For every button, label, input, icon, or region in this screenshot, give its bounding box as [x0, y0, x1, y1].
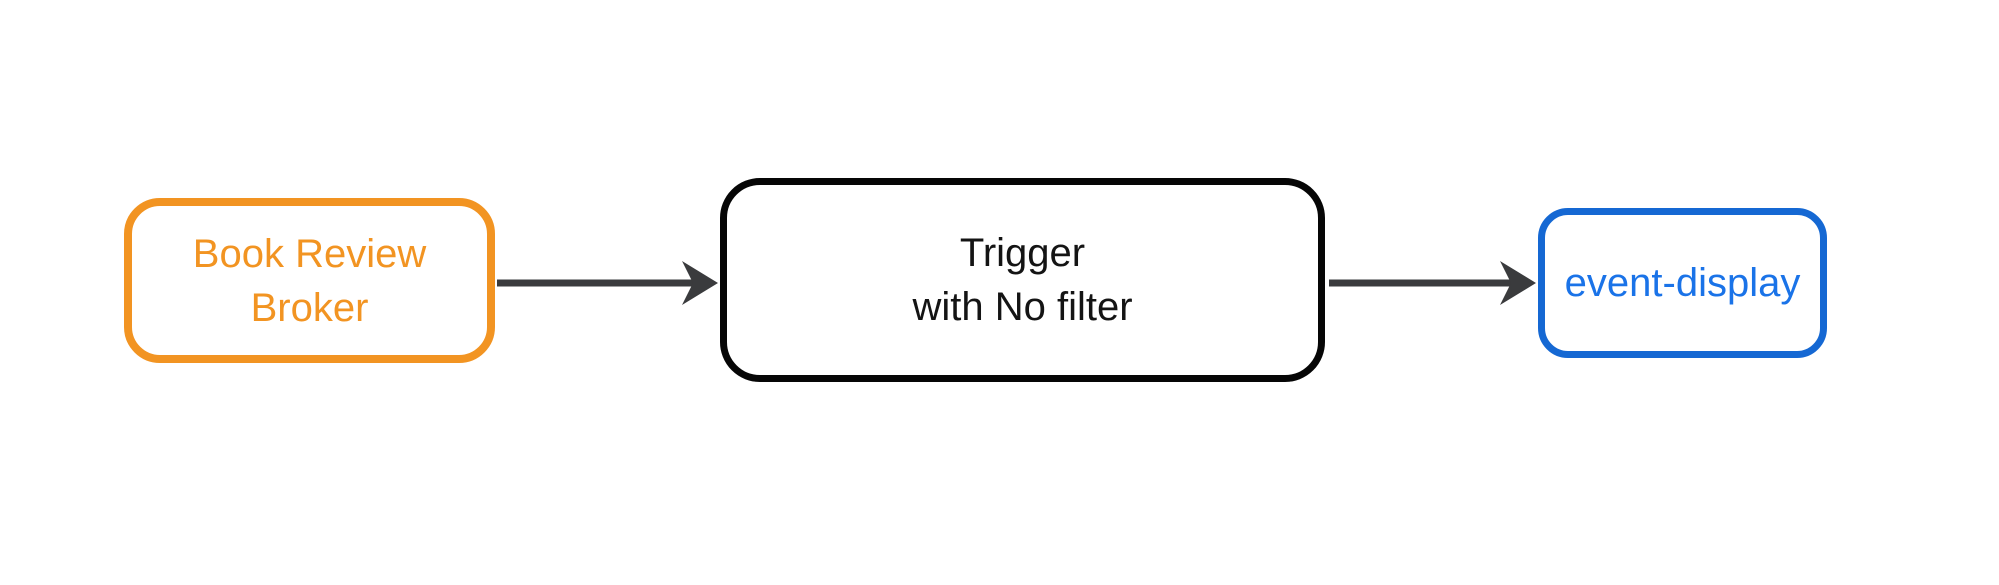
arrowhead-right-icon: [1500, 261, 1536, 305]
node-label-line: Book Review: [192, 231, 427, 276]
node-label-line: event-display: [1564, 261, 1801, 305]
arrowhead-right-icon: [682, 261, 718, 305]
edge-broker-to-trigger: [497, 261, 718, 305]
node-label-line: Trigger: [959, 231, 1086, 275]
node-event-display: event-display: [1538, 208, 1827, 358]
node-trigger-with-no-filter: Trigger with No filter: [720, 178, 1325, 382]
edge-trigger-to-event-display: [1329, 261, 1536, 305]
node-label-line: Broker: [250, 285, 369, 330]
node-book-review-broker: Book Review Broker: [124, 198, 495, 363]
node-label-line: with No filter: [912, 285, 1133, 329]
